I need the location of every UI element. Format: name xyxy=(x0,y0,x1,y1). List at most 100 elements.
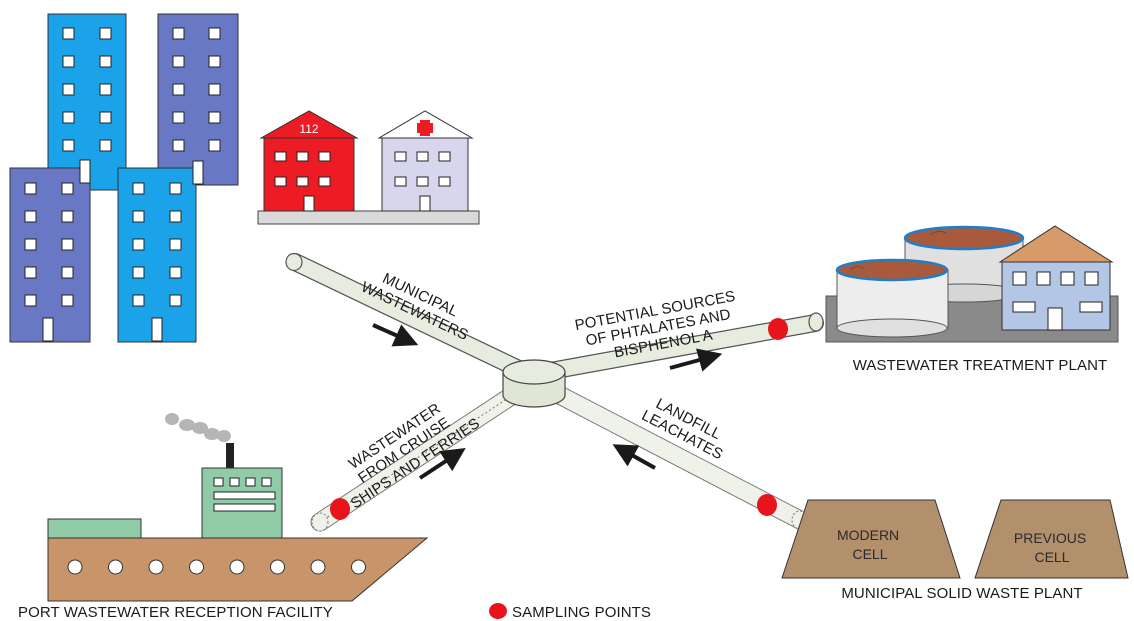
arrow-icon-landfill xyxy=(612,444,656,470)
window xyxy=(62,27,75,40)
window xyxy=(62,55,75,68)
window xyxy=(1012,301,1036,313)
door xyxy=(419,195,431,212)
apartment-block-2 xyxy=(157,13,239,186)
modern-cell: MODERN CELL xyxy=(781,499,961,579)
window xyxy=(1012,271,1027,286)
door xyxy=(79,159,91,184)
window xyxy=(261,477,272,487)
solid-waste-caption: MUNICIPAL SOLID WASTE PLANT xyxy=(841,585,1082,602)
arrow-icon-municipal xyxy=(372,323,419,347)
window xyxy=(169,266,182,279)
window xyxy=(438,176,451,187)
sampling-point-treatment xyxy=(768,318,788,340)
window xyxy=(296,176,309,187)
sampling-points xyxy=(330,318,788,520)
window xyxy=(274,151,287,162)
wastewater-treatment-plant xyxy=(825,225,1119,343)
window xyxy=(62,111,75,124)
window xyxy=(172,139,185,152)
window xyxy=(132,210,145,223)
window xyxy=(132,294,145,307)
door xyxy=(303,195,315,212)
svg-text:MODERN CELL: MODERN CELL xyxy=(837,527,903,562)
fire-station-number: 112 xyxy=(299,122,318,136)
window xyxy=(61,294,74,307)
window xyxy=(99,139,112,152)
window xyxy=(208,83,221,96)
window xyxy=(208,55,221,68)
door xyxy=(42,317,54,342)
plant-office-building xyxy=(998,225,1114,331)
window xyxy=(169,182,182,195)
door xyxy=(151,317,163,342)
window xyxy=(132,182,145,195)
port-ship xyxy=(47,413,429,602)
buildings-base xyxy=(257,210,480,225)
window xyxy=(24,294,37,307)
porthole xyxy=(148,559,164,575)
legend-sampling-points: SAMPLING POINTS xyxy=(512,604,651,621)
apartment-windows xyxy=(24,27,221,342)
window xyxy=(24,210,37,223)
window xyxy=(416,176,429,187)
window xyxy=(416,151,429,162)
porthole xyxy=(108,559,123,575)
svg-text:PREVIOUS CELL: PREVIOUS CELL xyxy=(1014,530,1090,565)
window xyxy=(208,27,221,40)
window xyxy=(61,266,74,279)
municipal-wastewater-pipe xyxy=(285,252,534,381)
window xyxy=(132,266,145,279)
arrow-icon-cruise xyxy=(418,448,466,480)
window xyxy=(172,55,185,68)
cabin-stripe xyxy=(213,491,276,500)
window xyxy=(296,151,309,162)
window xyxy=(24,238,37,251)
public-building-windows xyxy=(274,151,451,212)
window xyxy=(172,111,185,124)
window xyxy=(132,238,145,251)
window xyxy=(394,151,407,162)
modern-cell-label-2: CELL xyxy=(852,546,887,562)
hospital xyxy=(377,110,474,212)
window xyxy=(245,477,256,487)
captions: WASTEWATER TREATMENT PLANT PORT WASTEWAT… xyxy=(18,357,1107,621)
cruise-wastewater-pipe xyxy=(310,379,532,532)
window xyxy=(318,151,331,162)
window xyxy=(169,210,182,223)
porthole xyxy=(189,559,204,575)
porthole xyxy=(351,559,366,575)
window xyxy=(213,477,224,487)
window xyxy=(99,55,112,68)
fire-station: 112 xyxy=(259,110,359,212)
porthole xyxy=(229,559,245,575)
smoke-icon xyxy=(165,413,231,442)
cabin-stripe xyxy=(213,503,276,512)
porthole xyxy=(67,559,83,575)
door xyxy=(192,160,204,185)
window xyxy=(274,176,287,187)
window xyxy=(394,176,407,187)
previous-cell: PREVIOUS CELL xyxy=(974,499,1129,579)
window xyxy=(24,182,37,195)
sampling-point-legend-icon xyxy=(489,603,507,619)
window xyxy=(208,139,221,152)
window xyxy=(169,238,182,251)
plant-windows xyxy=(1012,271,1103,331)
apartment-buildings xyxy=(9,13,239,343)
window xyxy=(62,139,75,152)
flow-arrows xyxy=(372,323,723,480)
window xyxy=(172,83,185,96)
previous-cell-label-2: CELL xyxy=(1034,549,1069,565)
window xyxy=(318,176,331,187)
red-cross-icon xyxy=(417,120,433,136)
municipal-solid-waste-plant: MODERN CELL PREVIOUS CELL xyxy=(781,499,1129,579)
window xyxy=(169,294,182,307)
arrow-icon-treatment xyxy=(669,348,723,372)
apartment-block-4 xyxy=(117,167,197,343)
porthole xyxy=(270,559,285,575)
ship-rear-deck xyxy=(47,518,142,539)
settling-tank-front xyxy=(835,258,949,338)
sampling-point-landfill xyxy=(757,494,777,516)
